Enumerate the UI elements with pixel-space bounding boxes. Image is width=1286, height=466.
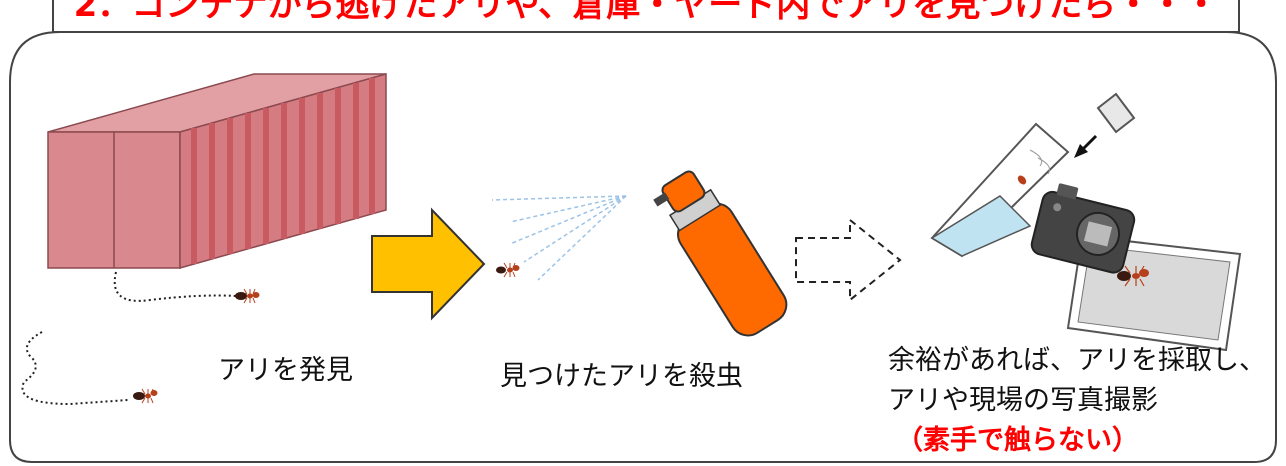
ant-trail-1 bbox=[113, 271, 237, 302]
step-3-caption-line2: アリや現場の写真撮影 bbox=[888, 385, 1158, 416]
step-1-caption: アリを発見 bbox=[218, 355, 353, 386]
camera-icon bbox=[1030, 183, 1136, 274]
step-3-warning: （素手で触らない） bbox=[896, 425, 1139, 456]
dashed-arrow-icon bbox=[795, 217, 902, 303]
ant-trail-2 bbox=[21, 331, 129, 406]
test-tube-icon bbox=[930, 122, 1070, 258]
insert-arrow-head bbox=[1074, 144, 1088, 158]
insert-arrow bbox=[1080, 134, 1098, 152]
ant-icon bbox=[235, 288, 260, 304]
step-2-caption: 見つけたアリを殺虫 bbox=[500, 361, 743, 392]
step-3-caption-line1: 余裕があれば、アリを採取し、 bbox=[888, 345, 1266, 376]
vial-cap-icon bbox=[1096, 92, 1136, 134]
ant-icon bbox=[133, 388, 158, 404]
yellow-arrow-icon bbox=[371, 207, 486, 321]
page-title: 2．コンテナから逃げたアリや、倉庫・ヤード内でアリを見つけたら・・・ bbox=[52, 0, 1240, 33]
spray-mist bbox=[491, 195, 627, 281]
outer-frame bbox=[9, 31, 1277, 463]
shipping-container-icon bbox=[47, 73, 387, 269]
spray-can-icon bbox=[653, 170, 788, 337]
ant-icon bbox=[496, 262, 520, 278]
